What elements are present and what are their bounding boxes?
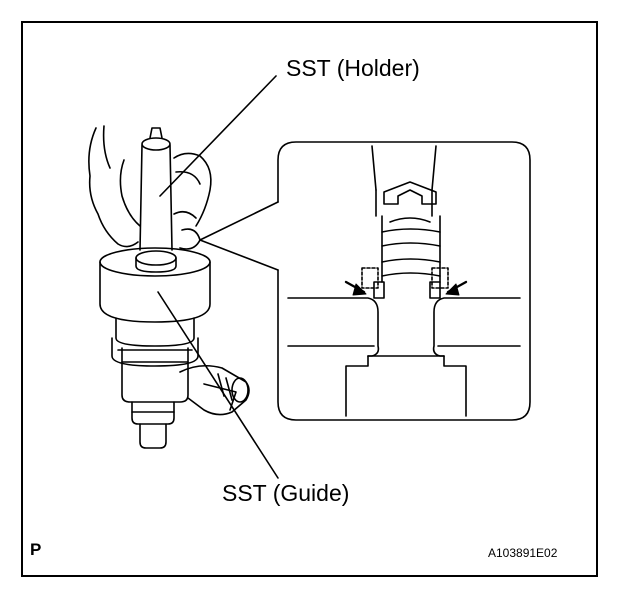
figure-code: A103891E02 (488, 546, 558, 560)
sst-holder-label: SST (Holder) (286, 55, 420, 81)
corner-mark: P (30, 540, 42, 559)
detail-cross-section (287, 145, 521, 417)
sst-guide-label: SST (Guide) (222, 480, 350, 506)
guide-leader-line (157, 291, 279, 479)
sst-guide-tool (99, 247, 211, 367)
injector-assembly (121, 347, 250, 449)
figure-frame (21, 21, 598, 577)
detail-callout (199, 141, 531, 421)
holder-leader-line (159, 75, 277, 197)
hand (88, 125, 212, 250)
sst-holder-tool (135, 127, 177, 273)
